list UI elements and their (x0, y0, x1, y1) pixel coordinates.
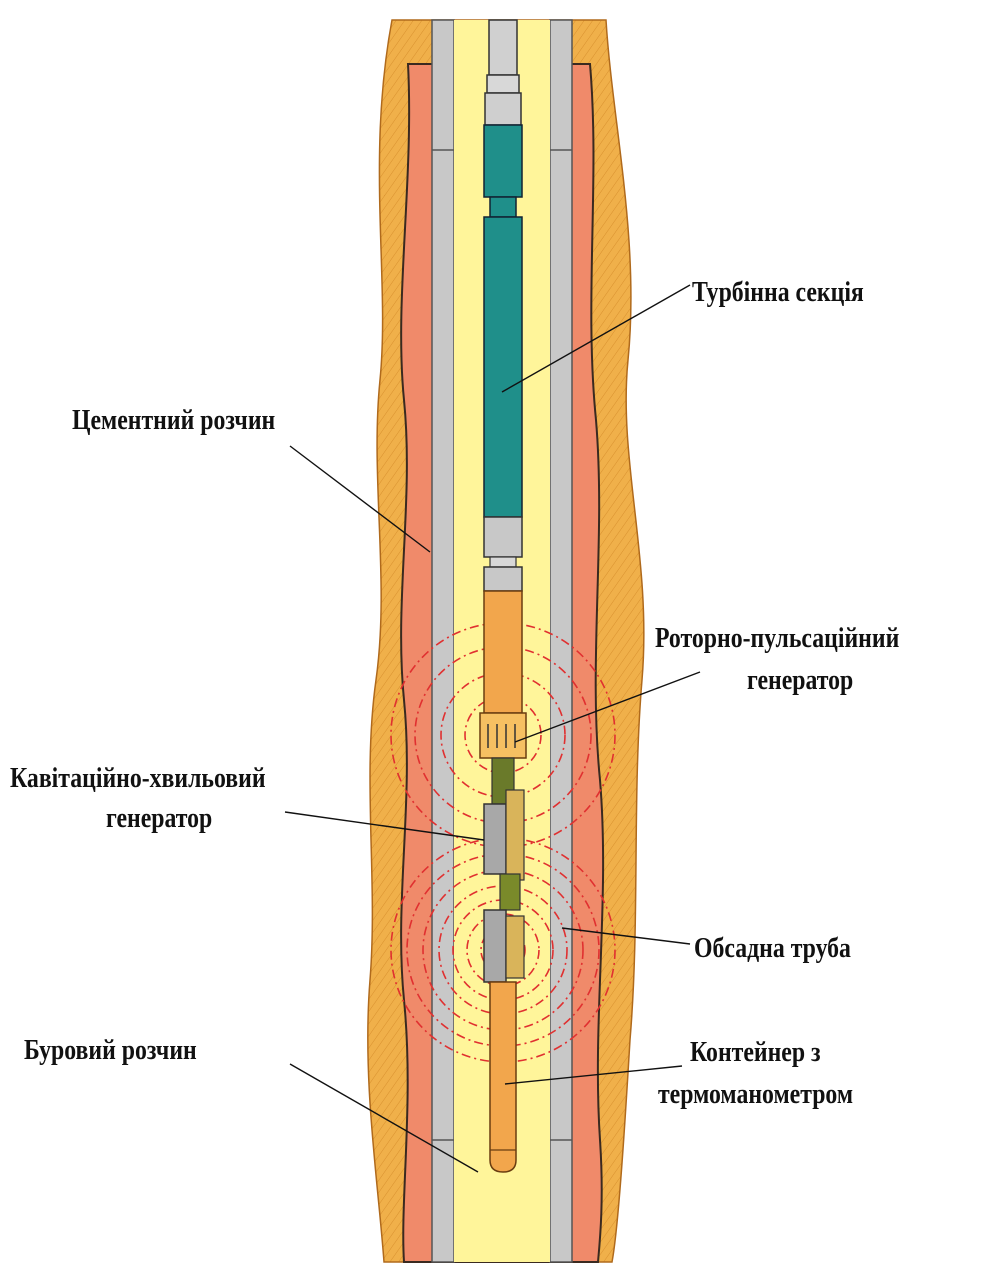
label-turbine-section: Турбінна секція (692, 274, 864, 311)
drill-pipe (489, 20, 517, 75)
casing-wall-right (550, 20, 572, 1262)
turbine-coupling-top (484, 125, 522, 197)
label-thermomanometer-line2: термоманометром (658, 1076, 853, 1113)
label-casing-pipe: Обсадна труба (694, 930, 851, 967)
thermomanometer-container (490, 982, 516, 1172)
label-drilling-fluid: Буровий розчин (24, 1032, 197, 1069)
label-rotor-generator-line1: Роторно-пульсаційний (655, 620, 899, 657)
label-cavitation-generator-line1: Кавітаційно-хвильовий (10, 760, 266, 797)
cavitation-generator-body-upper (484, 804, 506, 874)
label-cavitation-generator-line2: генератор (106, 800, 212, 837)
label-rotor-generator-line2: генератор (747, 662, 853, 699)
cavitation-generator-body-lower (484, 910, 506, 982)
label-thermomanometer-line1: Контейнер з (690, 1034, 821, 1071)
rotor-pulsation-generator-body (484, 591, 522, 713)
label-cement-slurry: Цементний розчин (72, 402, 275, 439)
turbine-section-body (484, 217, 522, 517)
rotor-pulsation-generator-head (480, 713, 526, 758)
